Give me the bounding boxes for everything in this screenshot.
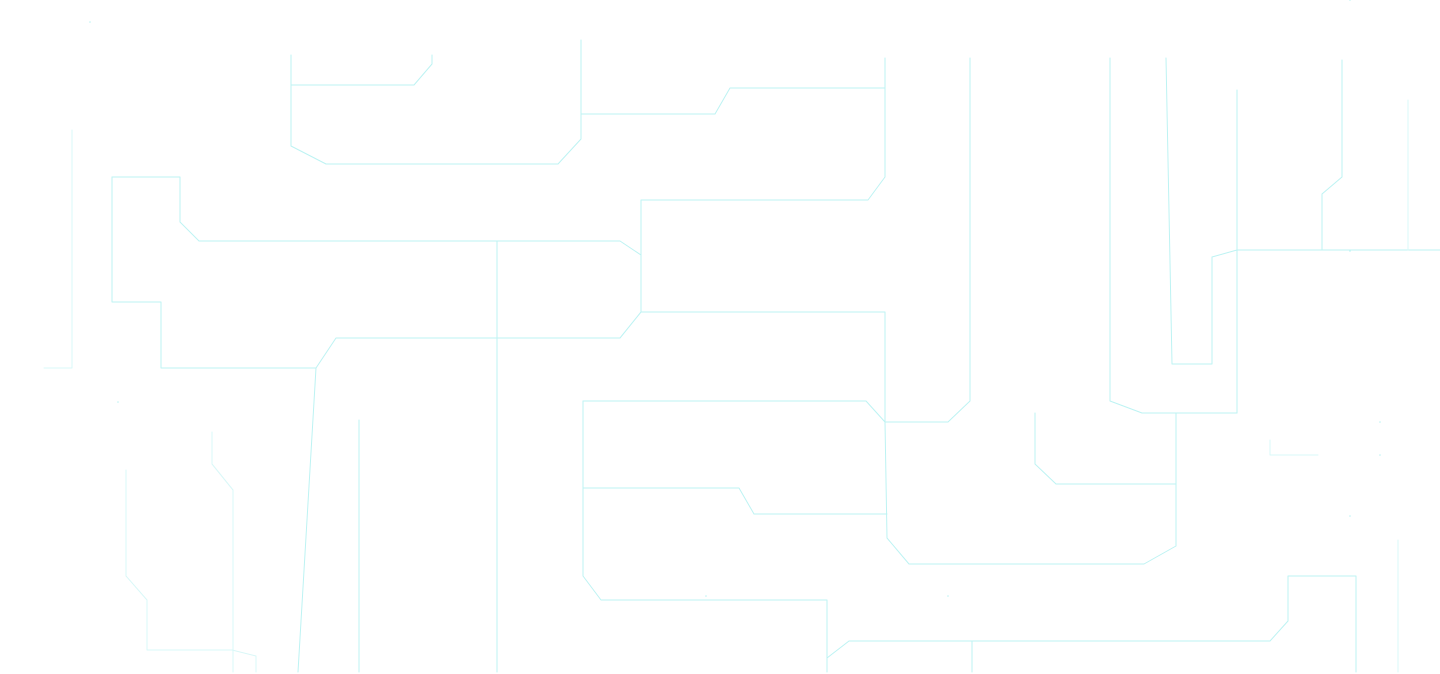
circuit-node xyxy=(1379,454,1381,456)
circuit-trace xyxy=(580,87,886,115)
circuit-trace xyxy=(290,39,582,165)
circuit-trace xyxy=(43,129,73,369)
circuit-node xyxy=(1349,250,1351,252)
circuit-node xyxy=(1379,421,1381,423)
circuit-node xyxy=(947,595,949,597)
circuit-trace xyxy=(1109,57,1238,414)
circuit-trace xyxy=(1269,439,1319,456)
circuit-trace xyxy=(111,176,642,369)
circuit-node xyxy=(89,21,91,23)
circuit-node xyxy=(117,401,119,403)
circuit-trace xyxy=(1321,59,1343,251)
circuit-trace xyxy=(640,57,886,313)
circuit-trace xyxy=(1165,57,1440,365)
circuit-trace xyxy=(297,367,317,673)
circuit-node xyxy=(1349,0,1351,1)
circuit-trace xyxy=(582,400,1177,565)
circuit-trace xyxy=(211,431,234,673)
circuit-trace xyxy=(640,57,971,423)
circuit-trace xyxy=(125,469,257,673)
circuit-trace xyxy=(582,487,888,515)
circuit-node xyxy=(1349,515,1351,517)
circuit-trace xyxy=(582,400,828,673)
circuit-node xyxy=(705,595,707,597)
circuit-trace xyxy=(290,54,433,86)
circuit-traces-group xyxy=(43,0,1440,673)
circuit-trace xyxy=(1034,412,1177,485)
circuit-trace xyxy=(111,176,642,256)
circuit-trace xyxy=(826,575,1357,673)
